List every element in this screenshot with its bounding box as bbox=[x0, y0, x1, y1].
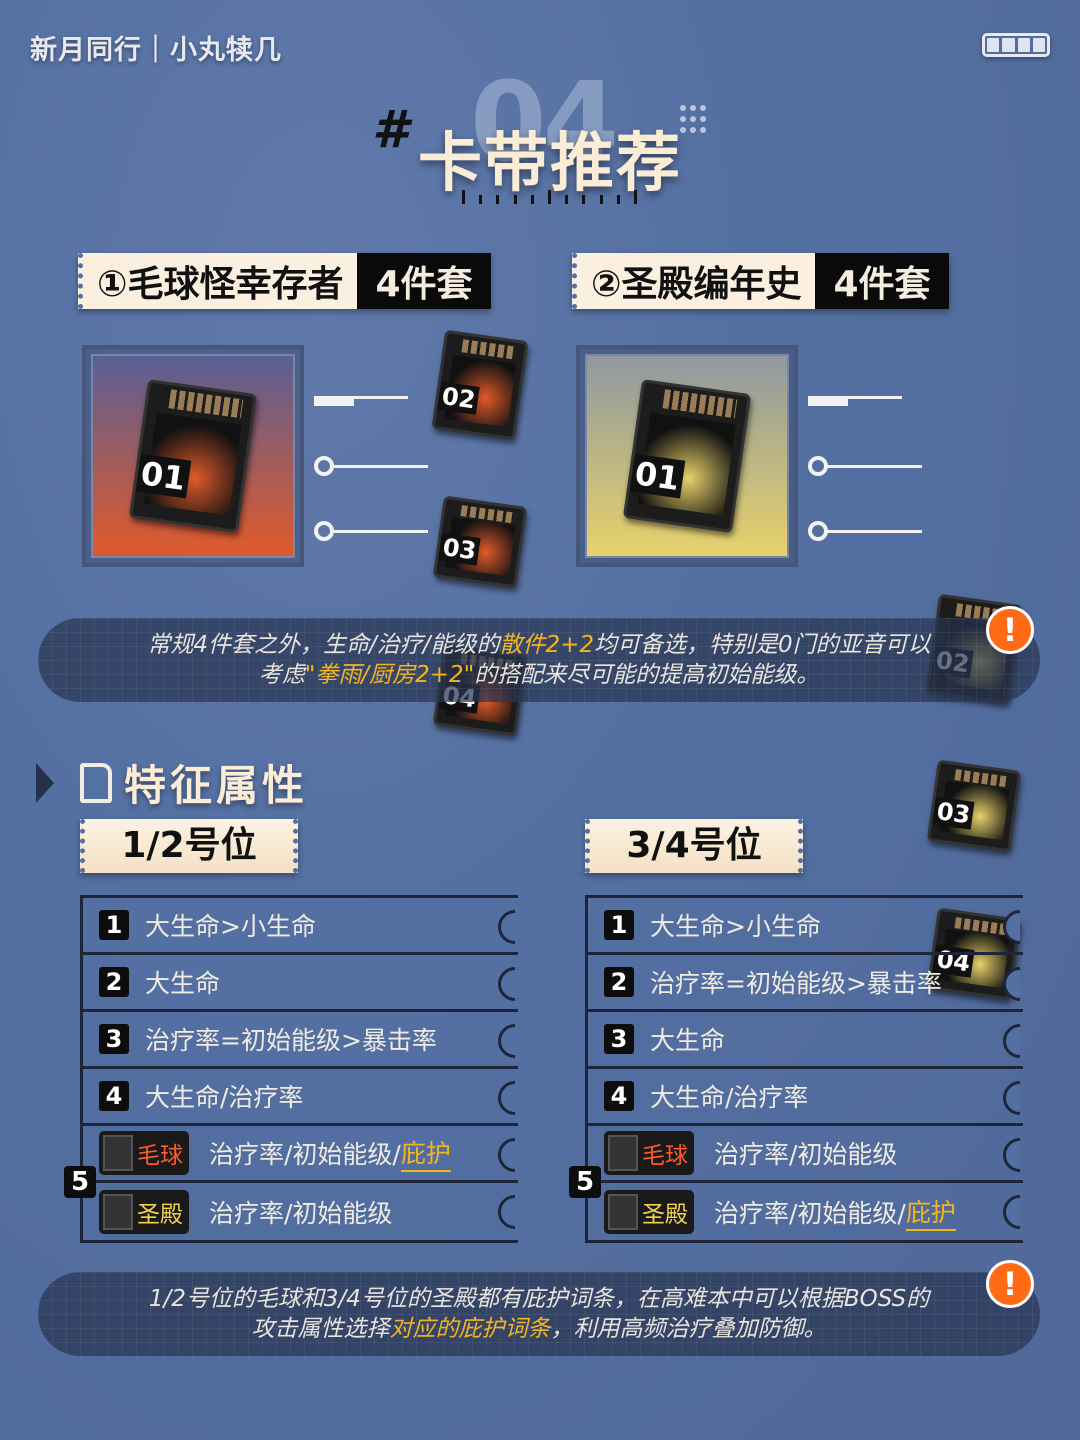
position-label: 3/4号位 bbox=[585, 819, 803, 873]
note-text: ，利用高频治疗叠加防御。 bbox=[550, 1316, 827, 1342]
hash-icon: # bbox=[372, 100, 409, 160]
cartridge-icon: 03 bbox=[432, 495, 528, 589]
rank-badge: 4 bbox=[604, 1081, 634, 1111]
table-row: 圣殿治疗率/初始能级/庇护 bbox=[588, 1183, 1023, 1240]
set-count: 4件套 bbox=[357, 253, 491, 309]
connector-line bbox=[826, 530, 922, 533]
set-tag: 毛球 bbox=[99, 1131, 189, 1175]
section-header: 特征属性 bbox=[36, 752, 308, 813]
set-count: 4件套 bbox=[815, 253, 949, 309]
brand-logo: 新月同行｜小丸犊几 bbox=[30, 35, 282, 66]
rank-badge: 1 bbox=[604, 910, 634, 940]
cartridge-icon: 01 bbox=[128, 379, 258, 533]
connector-line bbox=[314, 396, 408, 399]
rank-badge: 1 bbox=[99, 910, 129, 940]
cartridge-icon: 01 bbox=[622, 379, 752, 533]
connector-circle bbox=[808, 521, 828, 541]
ruler-decoration bbox=[462, 190, 637, 204]
cartridge-icon bbox=[608, 1135, 638, 1171]
cartridge-icon bbox=[608, 1193, 638, 1230]
section-title: 特征属性 bbox=[124, 761, 309, 810]
trait-text: 治疗率=初始能级>暴击率 bbox=[145, 1026, 437, 1055]
note-text: 考虑 bbox=[258, 662, 305, 688]
cartridge-icon bbox=[103, 1193, 133, 1230]
note-highlight: 对应的庇护词条 bbox=[389, 1316, 551, 1342]
table-row: 2 大生命 bbox=[83, 955, 518, 1012]
table-row: 4 大生命/治疗率 bbox=[83, 1069, 518, 1126]
cartridge-icon: 02 bbox=[431, 329, 529, 441]
table-row: 1 大生命>小生命 bbox=[588, 898, 1023, 955]
position-label: 1/2号位 bbox=[80, 819, 298, 873]
connector-line bbox=[808, 396, 902, 399]
note-box: 1/2号位的毛球和3/4号位的圣殿都有庇护词条，在高难本中可以根据BOSS的 攻… bbox=[38, 1272, 1040, 1356]
connector-bar bbox=[808, 396, 848, 406]
note-text: 攻击属性选择 bbox=[251, 1316, 390, 1342]
rank-badge: 5 bbox=[64, 1166, 96, 1198]
warning-icon: ! bbox=[986, 606, 1034, 654]
connector-circle bbox=[314, 456, 334, 476]
table-row: 2 治疗率=初始能级>暴击率 bbox=[588, 955, 1023, 1012]
dots-decoration bbox=[680, 105, 710, 135]
cartridge-icon bbox=[103, 1135, 133, 1171]
table-row: 毛球治疗率/初始能级/庇护 bbox=[83, 1126, 518, 1183]
connector-circle bbox=[808, 456, 828, 476]
trait-text: 大生命/治疗率 bbox=[145, 1083, 304, 1112]
note-text: 常规4件套之外，生命/治疗/能级的 bbox=[147, 632, 500, 658]
table-row: 4 大生命/治疗率 bbox=[588, 1069, 1023, 1126]
trait-highlight: 庇护 bbox=[400, 1134, 451, 1172]
trait-text: 大生命 bbox=[650, 1026, 726, 1055]
connector-bar bbox=[314, 396, 354, 406]
trait-text: 大生命 bbox=[145, 969, 221, 998]
page-title: 卡带推荐 bbox=[418, 127, 682, 201]
cartridge-icon: 03 bbox=[926, 759, 1022, 853]
main-cartridge: 01 bbox=[82, 345, 304, 567]
table-row: 3 治疗率=初始能级>暴击率 bbox=[83, 1012, 518, 1069]
battery-icon bbox=[982, 33, 1050, 57]
table-row: 3 大生命 bbox=[588, 1012, 1023, 1069]
connector-circle bbox=[314, 521, 334, 541]
connector-line bbox=[826, 465, 922, 468]
arrow-icon bbox=[36, 762, 54, 803]
rank-badge: 3 bbox=[99, 1024, 129, 1054]
trait-text: 治疗率/初始能级/ bbox=[714, 1198, 906, 1228]
trait-text: 大生命>小生命 bbox=[650, 912, 821, 941]
table-row: 毛球治疗率/初始能级 bbox=[588, 1126, 1023, 1183]
table-row: 圣殿治疗率/初始能级 bbox=[83, 1183, 518, 1240]
note-text: 1/2号位的毛球和3/4号位的圣殿都有庇护词条，在高难本中可以根据BOSS的 bbox=[148, 1286, 930, 1312]
warning-icon: ! bbox=[986, 1260, 1034, 1308]
trait-text: 治疗率/初始能级/ bbox=[209, 1140, 401, 1169]
table-row: 1 大生命>小生命 bbox=[83, 898, 518, 955]
note-text: 均可备选，特别是0门的亚音可以 bbox=[594, 632, 931, 658]
trait-table: 1 大生命>小生命 2 大生命 3 治疗率=初始能级>暴击率 4 大生命/治疗率毛球治疗率/初… bbox=[80, 895, 518, 1243]
rank-badge: 2 bbox=[604, 967, 634, 997]
rank-badge: 5 bbox=[569, 1166, 601, 1198]
sd-card-icon bbox=[80, 762, 112, 803]
set-tag: 圣殿 bbox=[604, 1189, 694, 1234]
trait-text: 治疗率=初始能级>暴击率 bbox=[650, 969, 942, 998]
set-name: ②圣殿编年史 bbox=[572, 253, 816, 309]
note-box: 常规4件套之外，生命/治疗/能级的散件2+2均可备选，特别是0门的亚音可以 考虑… bbox=[38, 618, 1040, 702]
trait-text: 治疗率/初始能级 bbox=[209, 1198, 393, 1228]
trait-text: 治疗率/初始能级 bbox=[714, 1140, 898, 1169]
connector-line bbox=[332, 530, 428, 533]
set-tag: 圣殿 bbox=[99, 1189, 189, 1234]
trait-text: 大生命>小生命 bbox=[145, 912, 316, 941]
rank-badge: 3 bbox=[604, 1024, 634, 1054]
rank-badge: 4 bbox=[99, 1081, 129, 1111]
main-cartridge: 01 bbox=[576, 345, 798, 567]
note-text: 的搭配来尽可能的提高初始能级。 bbox=[474, 662, 820, 688]
note-highlight: 散件2+2 bbox=[499, 632, 595, 658]
rank-badge: 2 bbox=[99, 967, 129, 997]
set-tag: 毛球 bbox=[604, 1131, 694, 1175]
connector-line bbox=[332, 465, 428, 468]
set-name: ①毛球怪幸存者 bbox=[78, 253, 358, 309]
trait-table: 1 大生命>小生命 2 治疗率=初始能级>暴击率 3 大生命 4 大生命/治疗率毛球治疗率/初… bbox=[585, 895, 1023, 1243]
trait-highlight: 庇护 bbox=[905, 1193, 956, 1231]
section-number: 04 bbox=[470, 58, 619, 186]
trait-text: 大生命/治疗率 bbox=[650, 1083, 809, 1112]
note-highlight: "拳雨/厨房2+2" bbox=[304, 662, 475, 688]
